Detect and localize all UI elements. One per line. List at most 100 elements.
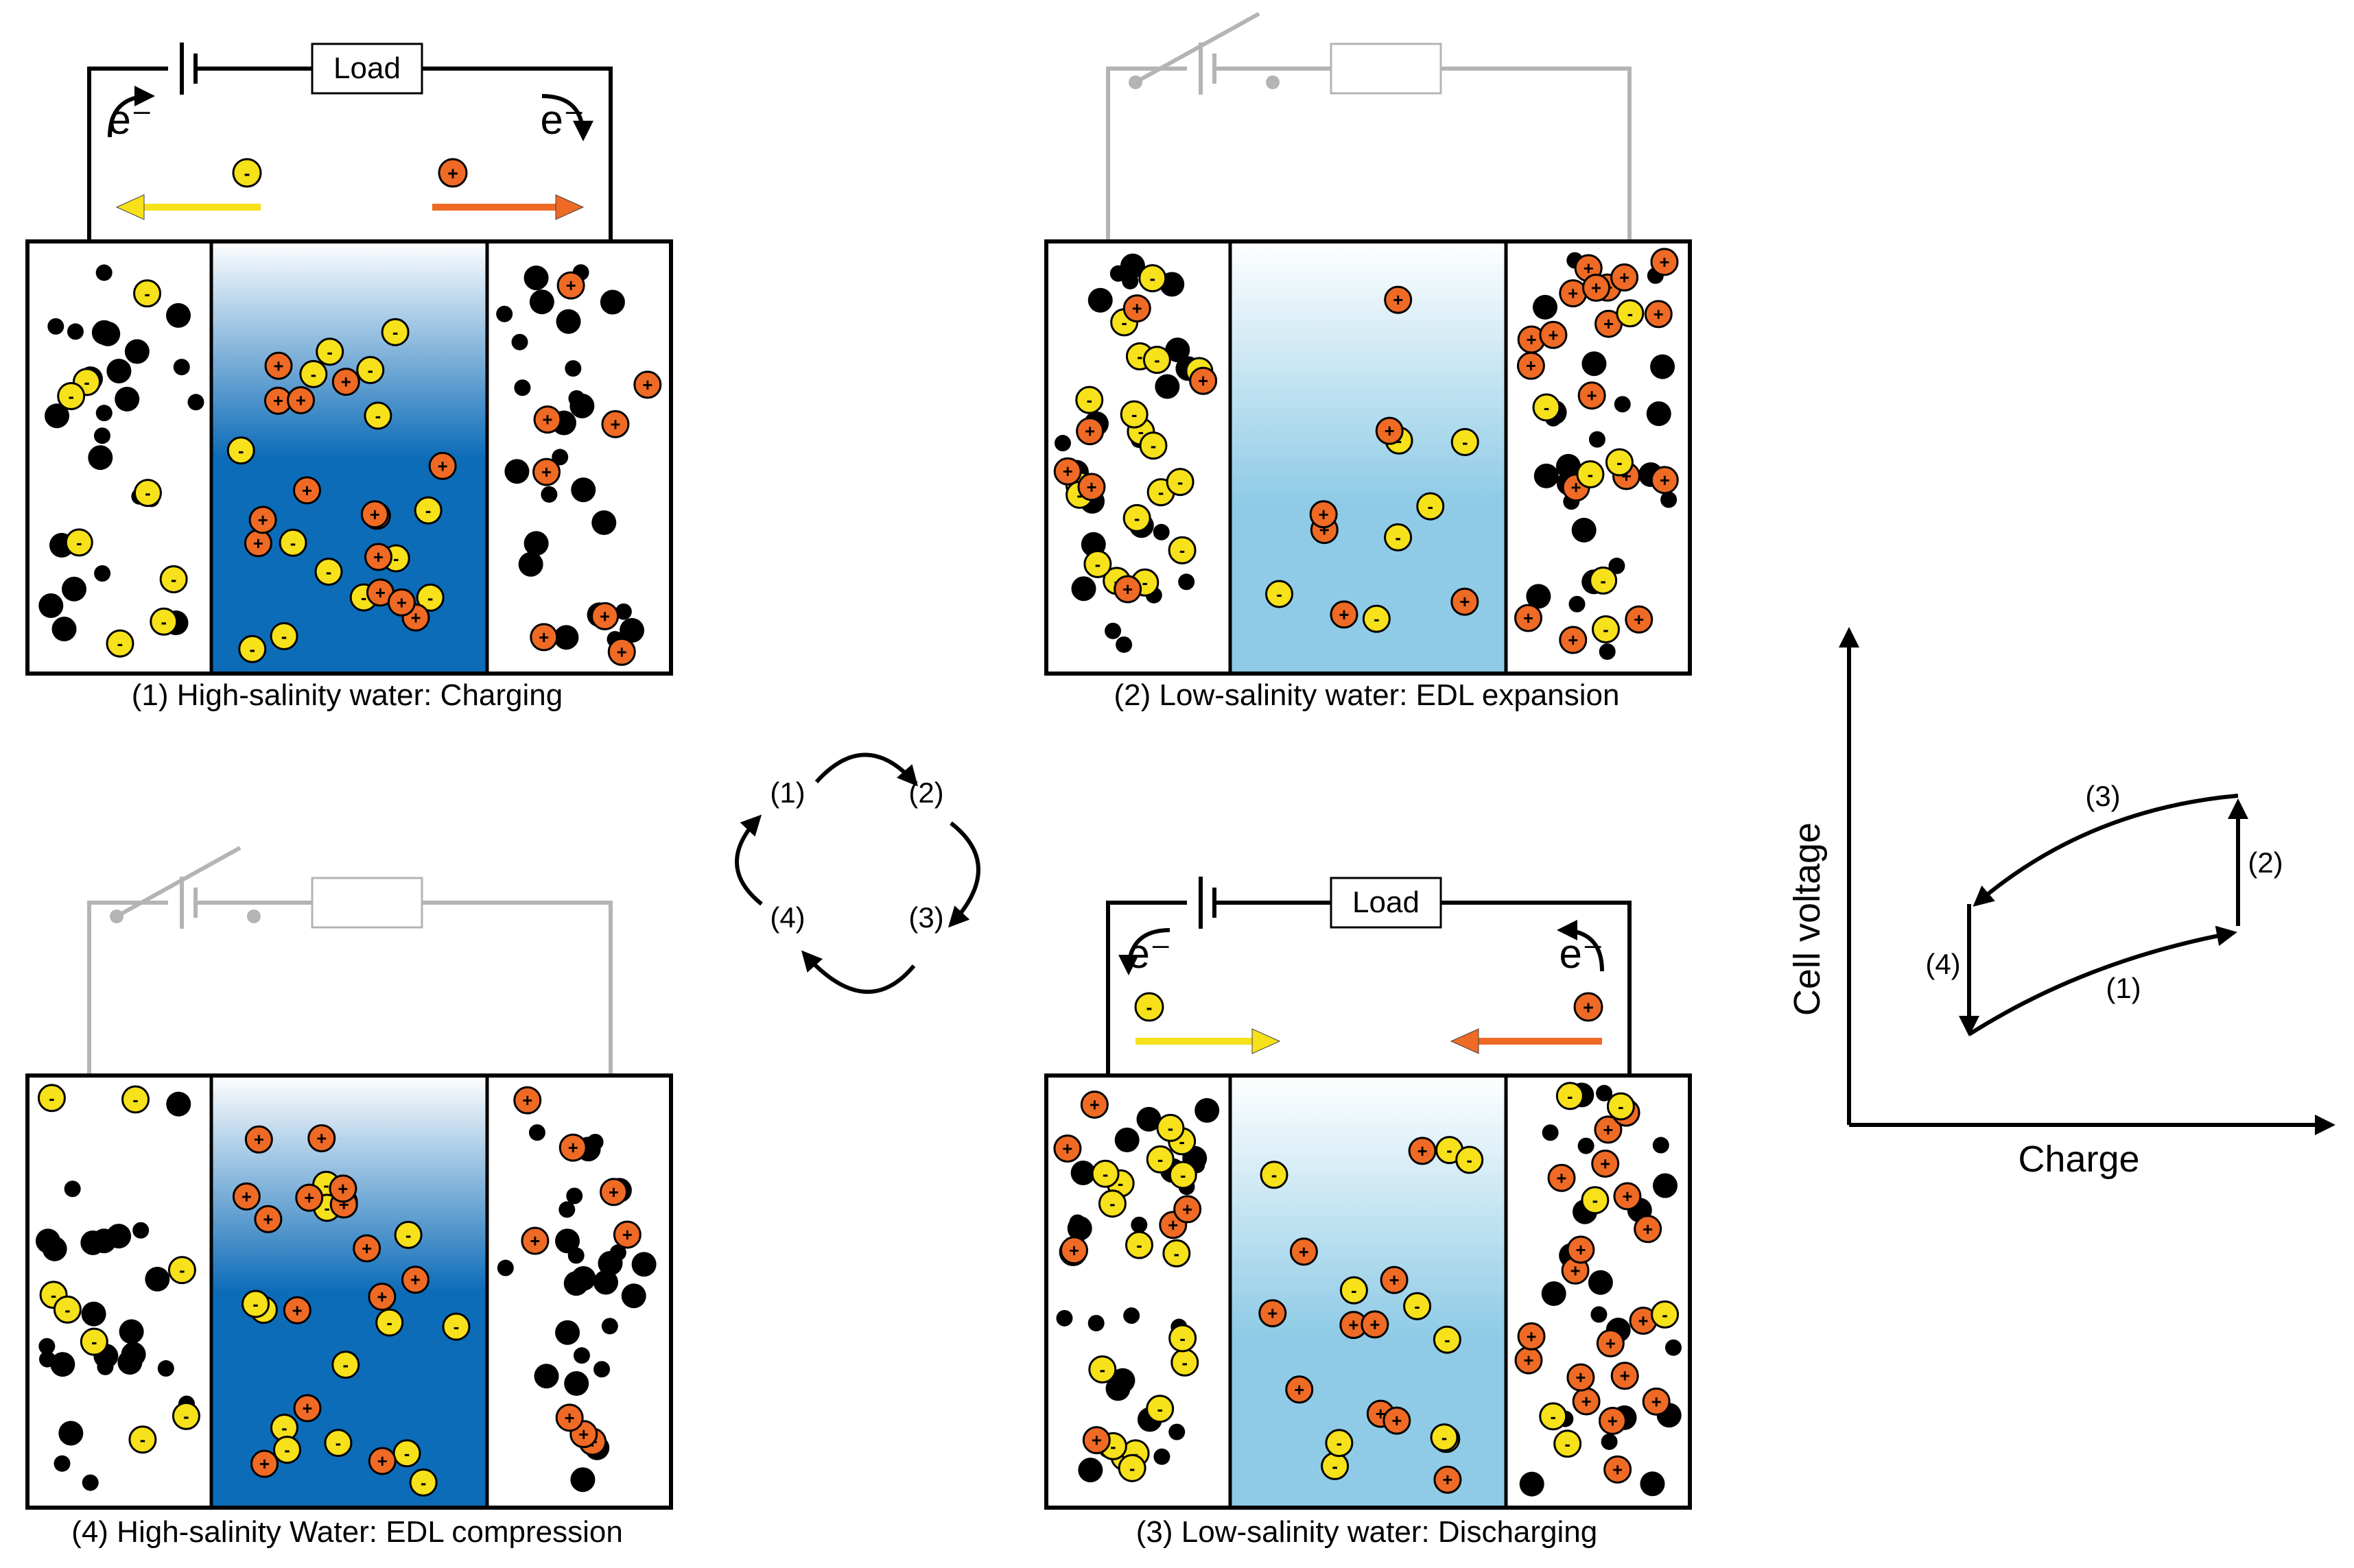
neutral-particle bbox=[117, 1350, 143, 1375]
cation: + bbox=[1610, 1362, 1639, 1390]
anion: - bbox=[324, 1429, 353, 1458]
neutral-particle bbox=[534, 1364, 559, 1389]
anion-flow-arrow bbox=[1135, 1028, 1281, 1054]
cation: + bbox=[244, 529, 272, 558]
svg-text:+: + bbox=[1591, 279, 1601, 298]
anion: - bbox=[1138, 264, 1167, 293]
channel-ions: ----------++++++++++ bbox=[1258, 1136, 1484, 1494]
svg-text:+: + bbox=[543, 411, 553, 430]
svg-text:-: - bbox=[1588, 466, 1594, 485]
cation: + bbox=[1122, 294, 1151, 323]
cation: + bbox=[1380, 1266, 1409, 1294]
cation: + bbox=[1559, 626, 1588, 654]
svg-text:+: + bbox=[273, 392, 283, 411]
panel-2: ------------------++++++++++++++++++++++… bbox=[1044, 12, 1692, 712]
anion: - bbox=[270, 621, 298, 650]
cation: + bbox=[613, 1220, 642, 1249]
cation: + bbox=[329, 1174, 357, 1203]
neutral-particle bbox=[1588, 1270, 1613, 1295]
svg-text:-: - bbox=[1168, 1119, 1174, 1138]
svg-text:+: + bbox=[1622, 1187, 1632, 1207]
neutral-particle bbox=[1123, 1307, 1140, 1325]
cell-frame bbox=[1044, 239, 1692, 676]
svg-text:+: + bbox=[539, 628, 549, 648]
load-box bbox=[1330, 43, 1442, 95]
anion: - bbox=[1156, 1113, 1185, 1142]
cation: + bbox=[401, 1266, 429, 1294]
cation: + bbox=[1384, 285, 1413, 314]
neutral-particle bbox=[555, 1320, 580, 1345]
cation: + bbox=[1114, 575, 1142, 604]
svg-text:-: - bbox=[140, 1431, 146, 1450]
cation: + bbox=[530, 623, 558, 652]
cation: + bbox=[1060, 1236, 1089, 1265]
neutral-particle bbox=[1110, 1368, 1135, 1393]
cation: + bbox=[292, 476, 321, 505]
cation: + bbox=[1339, 1311, 1368, 1340]
cell-frame bbox=[25, 239, 673, 676]
cation: + bbox=[1603, 1455, 1632, 1484]
svg-text:+: + bbox=[410, 1271, 421, 1290]
y-axis-label: Cell voltage bbox=[1787, 822, 1828, 1016]
svg-text:+: + bbox=[1393, 291, 1403, 310]
neutral-particle bbox=[1178, 573, 1195, 591]
svg-text:+: + bbox=[1523, 609, 1533, 628]
panel-caption: (4) High-salinity Water: EDL compression bbox=[71, 1515, 623, 1549]
neutral-particle bbox=[523, 265, 549, 291]
neutral-particle bbox=[523, 531, 549, 556]
svg-text:+: + bbox=[1267, 1305, 1278, 1324]
anion: - bbox=[1403, 1292, 1432, 1320]
svg-text:+: + bbox=[1603, 1121, 1613, 1140]
cation: + bbox=[368, 1283, 397, 1311]
anion: - bbox=[37, 1084, 66, 1113]
right-electrode: ++++++++ bbox=[496, 264, 662, 666]
neutral-particle bbox=[1087, 287, 1113, 313]
neutral-particle bbox=[601, 1318, 618, 1335]
svg-text:-: - bbox=[145, 484, 151, 503]
svg-text:-: - bbox=[1157, 1150, 1164, 1169]
svg-text:-: - bbox=[51, 1286, 57, 1305]
anion: - bbox=[1091, 1159, 1120, 1188]
anion: - bbox=[416, 583, 445, 612]
svg-text:-: - bbox=[171, 571, 177, 590]
step-label-3: (3) bbox=[2085, 780, 2120, 812]
anion: - bbox=[1455, 1145, 1484, 1174]
cation: + bbox=[1375, 416, 1404, 445]
cation: + bbox=[364, 543, 393, 571]
svg-text:-: - bbox=[1395, 528, 1401, 547]
anion: - bbox=[128, 1425, 157, 1454]
svg-text:-: - bbox=[1427, 497, 1433, 516]
cation: + bbox=[368, 1447, 397, 1475]
electron-flow-arrow bbox=[1118, 928, 1170, 975]
cation: + bbox=[1566, 1363, 1595, 1392]
anion: - bbox=[1142, 346, 1171, 375]
neutral-particle bbox=[1541, 1281, 1566, 1306]
neutral-particle bbox=[1652, 1137, 1669, 1154]
svg-text:-: - bbox=[336, 1434, 342, 1453]
svg-text:+: + bbox=[1459, 593, 1470, 612]
svg-text:-: - bbox=[1103, 1165, 1109, 1184]
load-box bbox=[311, 43, 423, 95]
neutral-particle bbox=[82, 1474, 99, 1491]
neutral-particle bbox=[1109, 265, 1127, 282]
anion: - bbox=[1168, 1324, 1197, 1353]
cation: + bbox=[1076, 417, 1105, 446]
cation: + bbox=[264, 351, 293, 380]
svg-text:+: + bbox=[1653, 305, 1664, 324]
svg-text:+: + bbox=[1090, 1095, 1100, 1115]
neutral-particle bbox=[1590, 1306, 1608, 1323]
svg-text:-: - bbox=[1087, 391, 1093, 410]
anion: - bbox=[375, 1308, 404, 1337]
svg-text:+: + bbox=[1524, 1351, 1534, 1370]
svg-text:-: - bbox=[1466, 1151, 1472, 1170]
svg-text:-: - bbox=[1441, 1429, 1448, 1448]
anion: - bbox=[1125, 1231, 1153, 1259]
anion: - bbox=[242, 1290, 270, 1318]
svg-text:+: + bbox=[410, 608, 421, 628]
panel-caption: (1) High-salinity water: Charging bbox=[132, 678, 563, 712]
neutral-particle bbox=[555, 1228, 580, 1254]
electrochemical-cell: --------++++++++--------------++++++++++… bbox=[25, 239, 673, 676]
cation: + bbox=[428, 451, 457, 480]
cation: + bbox=[248, 506, 277, 534]
